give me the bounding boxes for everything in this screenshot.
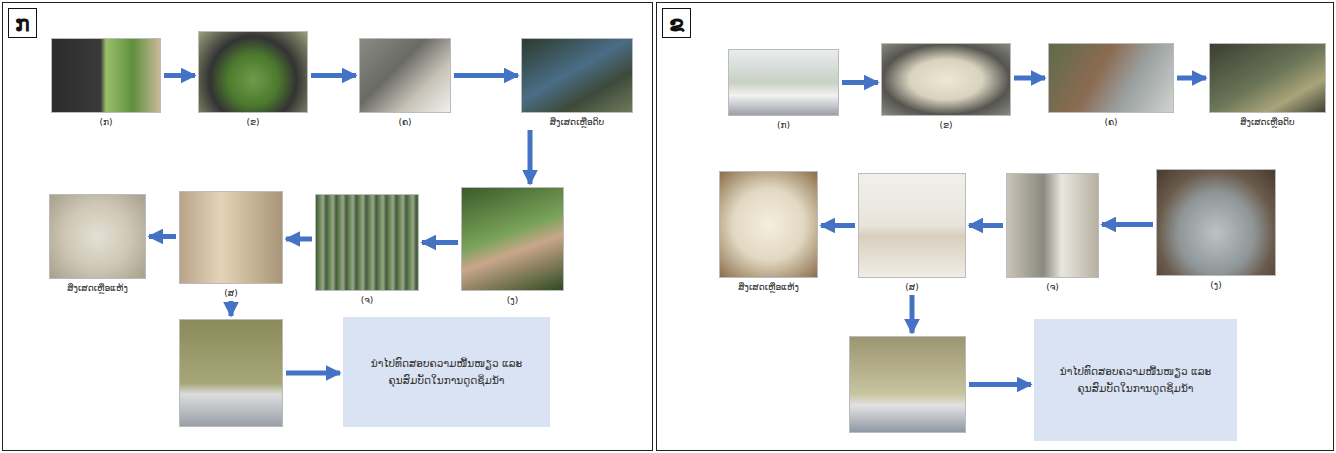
photo-caption-row: ສິ່ງເສດເຫຼືອດິບ — [1180, 116, 1336, 128]
panel-frame: ຂ (ກ) (ຂ) (ຄ) ສິ່ງເສດເຫຼືອດິບ (ງ) (ຈ) (ສ) ສິ່ງເສ… — [656, 2, 1334, 451]
photo-caption: (ສ) — [222, 288, 239, 298]
photo-caption-row: (ຄ) — [330, 116, 480, 128]
photo-box: (ງ) — [1156, 169, 1276, 276]
photo-box: (ກ) — [51, 38, 161, 113]
photo-box: (ຈ) — [315, 194, 419, 291]
photo-caption: ສິ່ງເສດເຫຼືອດິບ — [548, 117, 607, 127]
photo-box: (ສ) — [858, 173, 966, 278]
photo-caption: (ງ) — [1208, 280, 1223, 290]
photo-box: (ງ) — [461, 187, 564, 291]
photo-caption-row: (ສ) — [829, 281, 995, 293]
flow-arrow — [1014, 76, 1045, 81]
photo-caption-row: (ຂ) — [169, 116, 337, 128]
photo-caption: (ຂ) — [937, 120, 954, 130]
flow-arrow — [422, 240, 458, 245]
photo-caption-row: (ງ) — [1127, 279, 1305, 291]
box-text: ນຳໄປທົດສອບຄວາມໜື້ນໜຽວ ແລະ ຄຸນສົມບັດໃນການ… — [1034, 355, 1237, 405]
photo-caption: ສິ່ງເສດເຫຼືອດິບ — [1238, 117, 1297, 127]
photo-box: (ຄ) — [359, 38, 451, 113]
photo-box: (ຂ) — [881, 43, 1011, 116]
photo-box: (ຄ) — [1048, 43, 1174, 113]
flow-arrow — [969, 223, 1003, 228]
flow-arrow — [910, 295, 915, 333]
photo-box — [849, 336, 966, 433]
panel-frame: ກ (ກ) (ຂ) (ຄ) ສິ່ງເສດເຫຼືອດິບ (ງ) (ຈ) (ສ) ສິ່ງເສ… — [2, 2, 653, 451]
flow-arrow — [1102, 222, 1153, 227]
photo-box: (ຈ) — [1006, 173, 1099, 278]
photo-caption: (ຈ) — [359, 295, 376, 305]
photo-caption: (ຈ) — [1044, 282, 1061, 292]
photo-box: ສິ່ງເສດເຫຼືອດິບ — [521, 38, 633, 113]
photo-box — [179, 319, 283, 427]
flow-arrow — [1177, 76, 1206, 81]
photo-caption-row: (ຈ) — [286, 294, 448, 306]
photo-box: ສິ່ງເສດເຫຼືອແຫ້ງ — [49, 194, 146, 279]
flow-arrow — [311, 73, 356, 78]
process-box: ນຳໄປທົດສອບຄວາມໜື້ນໜຽວ ແລະ ຄຸນສົມບັດໃນການ… — [1034, 319, 1237, 441]
photo-box: (ຂ) — [198, 31, 308, 113]
photo-caption-row: (ຄ) — [1019, 116, 1203, 128]
photo-caption: ສິ່ງເສດເຫຼືອແຫ້ງ — [736, 282, 800, 292]
flow-arrow — [164, 73, 195, 78]
photo-caption: (ງ) — [505, 295, 520, 305]
box-text: ນຳໄປທົດສອບຄວາມໜື້ນໜຽວ ແລະ ຄຸນສົມບັດໃນການ… — [343, 347, 550, 397]
photo-caption: (ຄ) — [396, 117, 413, 127]
photo-caption: ສິ່ງເສດເຫຼືອແຫ້ງ — [65, 283, 129, 293]
photo-box: ສິ່ງເສດເຫຼືອແຫ້ງ — [719, 171, 818, 278]
flow-arrow — [454, 73, 518, 78]
flow-arrow — [286, 371, 340, 376]
photo-caption: (ກ) — [775, 120, 792, 130]
photo-box: (ສ) — [179, 191, 283, 284]
photo-caption-row: ສິ່ງເສດເຫຼືອແຫ້ງ — [690, 281, 847, 293]
flow-arrow — [286, 237, 312, 242]
photo-box: ສິ່ງເສດເຫຼືອດິບ — [1209, 43, 1326, 113]
panel-label: ຂ — [662, 8, 691, 38]
flow-arrow — [821, 223, 855, 228]
photo-caption: (ກ) — [97, 117, 114, 127]
flow-arrow — [149, 234, 176, 239]
photo-caption-row: (ສ) — [150, 287, 312, 299]
photo-box: (ກ) — [728, 49, 839, 116]
photo-caption: (ສ) — [903, 282, 920, 292]
flow-arrow — [842, 80, 878, 85]
process-box: ນຳໄປທົດສອບຄວາມໜື້ນໜຽວ ແລະ ຄຸນສົມບັດໃນການ… — [343, 317, 550, 427]
panel-label: ກ — [8, 8, 37, 38]
photo-caption-row: ສິ່ງເສດເຫຼືອແຫ້ງ — [20, 282, 175, 294]
flow-arrow — [528, 130, 533, 184]
photo-caption: (ຂ) — [244, 117, 261, 127]
photo-caption-row: (ຂ) — [852, 119, 1040, 131]
flow-arrow — [969, 382, 1031, 387]
photo-caption: (ຄ) — [1102, 117, 1119, 127]
photo-caption-row: (ງ) — [432, 294, 593, 306]
photo-caption-row: ສິ່ງເສດເຫຼືອດິບ — [492, 116, 662, 128]
photo-caption-row: (ກ) — [699, 119, 868, 131]
photo-caption-row: (ຈ) — [977, 281, 1128, 293]
flow-arrow — [229, 301, 234, 316]
photo-caption-row: (ກ) — [22, 116, 190, 128]
